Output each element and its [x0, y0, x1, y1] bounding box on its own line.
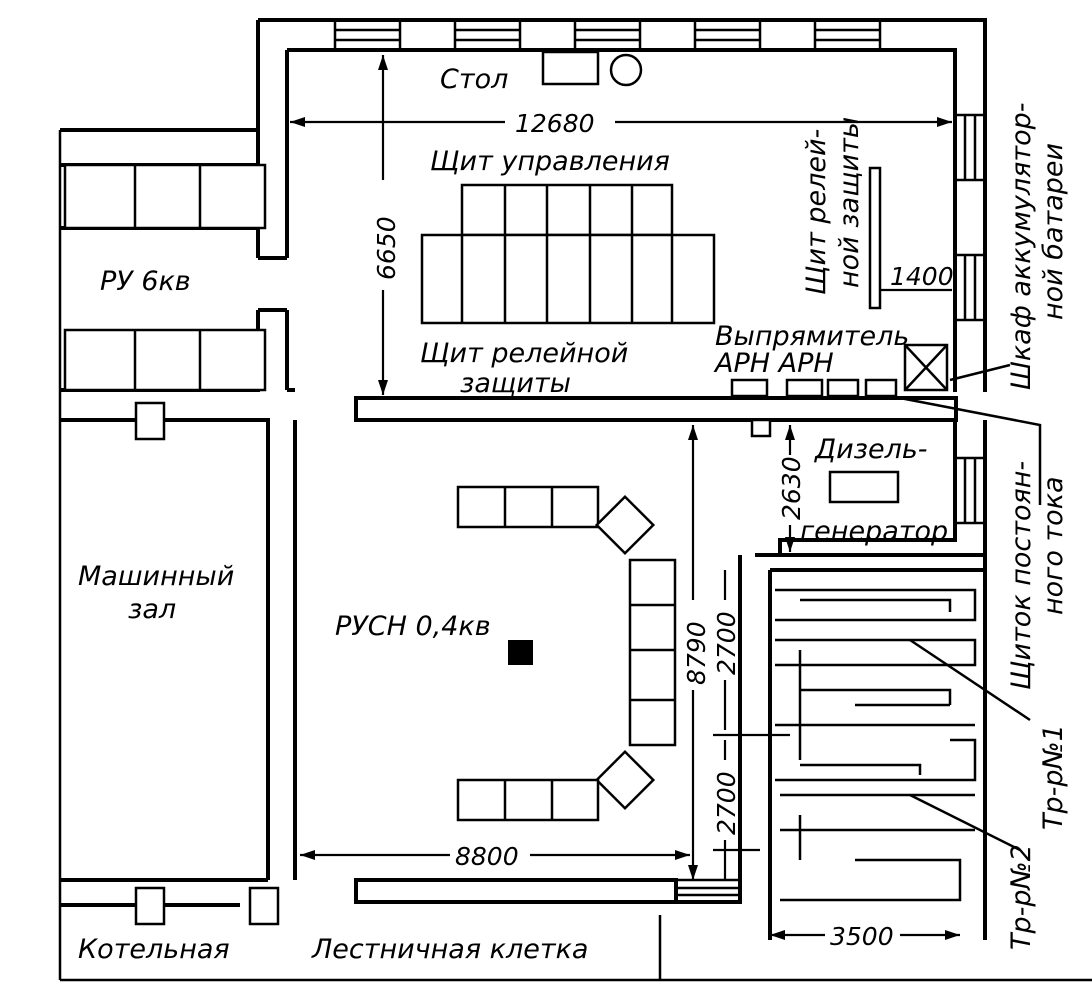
dimension-lines: [290, 55, 960, 940]
label-machine-hall-1: Машинный: [78, 561, 234, 592]
label-rectifier: Выпрямитель: [715, 321, 909, 352]
relay-panel: [868, 166, 882, 310]
label-diesel-1: Дизель-: [814, 434, 928, 465]
windows-top: [333, 18, 987, 904]
label-dc-board-1: Щиток постоян-: [1006, 461, 1037, 690]
rusn-switchgear: [456, 485, 677, 822]
label-relay-panel-2: защиты: [460, 368, 571, 399]
label-arn: АРН АРН: [713, 348, 834, 379]
label-dc-board-2: ного тока: [1038, 476, 1069, 615]
label-machine-hall-2: зал: [128, 594, 176, 625]
label-relay-panel-side-1: Щит релей-: [801, 129, 832, 295]
label-battery-cabinet-1: Шкаф аккумулятор-: [1006, 102, 1037, 390]
label-relay-panel-1: Щит релейной: [420, 338, 628, 369]
label-diesel-2: генератор: [800, 516, 948, 547]
dim-12680: 12680: [515, 109, 595, 138]
dim-2630: 2630: [777, 456, 806, 520]
label-relay-panel-side-2: ной защиты: [834, 117, 865, 288]
dim-6650: 6650: [372, 216, 401, 280]
dim-1400: 1400: [890, 262, 954, 291]
diesel-generator: [750, 418, 900, 504]
label-stairwell: Лестничная клетка: [311, 934, 588, 965]
leader-lines: [899, 363, 1042, 505]
label-battery-cabinet-2: ной батареи: [1038, 143, 1069, 320]
label-rusn: РУСН 0,4кв: [335, 611, 491, 642]
dim-2700-lower: 2700: [712, 771, 741, 835]
table: [541, 50, 643, 87]
label-ru-6kv: РУ 6кв: [100, 266, 191, 297]
dim-3500: 3500: [830, 922, 894, 951]
label-table: Стол: [440, 64, 508, 95]
transformer-compartments: [775, 588, 1031, 902]
ru-6kv-cells: [63, 163, 280, 926]
label-control-panel: Щит управления: [430, 146, 670, 177]
label-boiler-room: Котельная: [78, 934, 230, 965]
label-transformer-2: Тр-р№2: [1006, 844, 1037, 950]
dim-2700-upper: 2700: [712, 611, 741, 675]
rectifiers: [730, 343, 949, 398]
dim-8800: 8800: [455, 842, 519, 871]
label-transformer-1: Тр-р№1: [1038, 724, 1069, 830]
dim-8790: 8790: [682, 621, 711, 685]
control-panel: [420, 183, 716, 325]
